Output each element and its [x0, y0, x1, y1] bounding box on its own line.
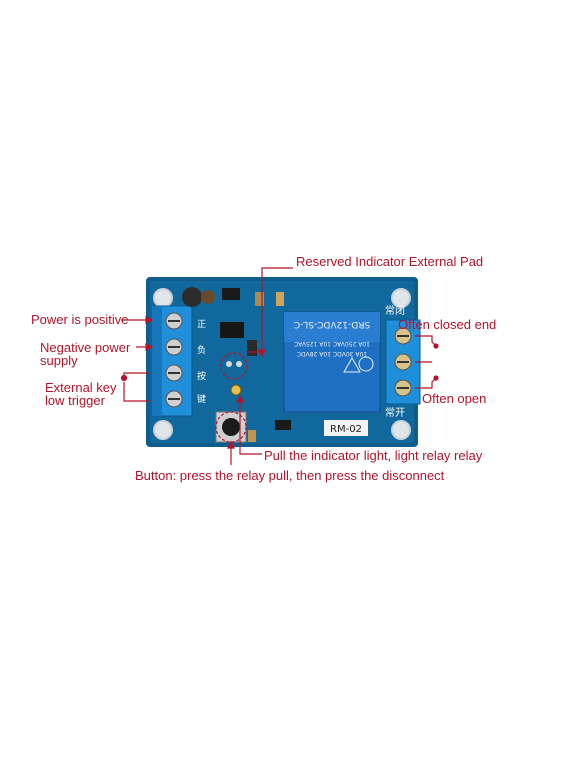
terminal-screw-no — [394, 379, 412, 397]
model-text: RM-02 — [330, 424, 362, 435]
label-often-open: Often open — [422, 391, 487, 406]
relay-warning-icon — [343, 356, 361, 373]
mount-hole-br — [391, 420, 411, 440]
relay-model-text: SRD-12VDC-SL-C — [294, 319, 370, 329]
terminal-screw-1 — [165, 312, 183, 330]
label-button-note: Button: press the relay pull, then press… — [135, 468, 445, 483]
annotation-lines — [120, 267, 439, 465]
terminal-screw-nc — [394, 327, 412, 345]
indicator-led — [230, 384, 242, 396]
terminal-screw-3 — [165, 364, 183, 382]
label-power-positive: Power is positive — [31, 312, 129, 327]
terminal-screw-2 — [165, 338, 183, 356]
label-negative-power-line2: supply — [40, 353, 78, 368]
relay-cert-icon — [358, 356, 374, 372]
relay-rating-1: 10A 250VAC 10A 125VAC — [294, 340, 370, 347]
relay-rating-2: 10A 30VDC 10A 28VDC — [297, 350, 367, 357]
mount-hole-tl — [153, 288, 173, 308]
smd-components — [182, 287, 291, 442]
label-external-key-line2: low trigger — [45, 393, 105, 408]
silk-pos: 正 — [197, 320, 206, 330]
terminal-screw-4 — [165, 390, 183, 408]
model-label: RM-02 — [324, 420, 368, 436]
relay: SRD-12VDC-SL-C 10A 250VAC 10A 125VAC 10A… — [283, 311, 381, 413]
silk-neg: 负 — [197, 344, 206, 356]
reserved-pad — [220, 352, 248, 380]
mount-hole-bl — [153, 420, 173, 440]
button-highlight — [215, 411, 247, 443]
label-reserved-indicator-pad: Reserved Indicator External Pad — [296, 254, 484, 269]
label-indicator-light: Pull the indicator light, light relay re… — [264, 448, 483, 463]
left-terminal-block: 正 负 按 键 — [151, 305, 206, 417]
silk-key2: 键 — [197, 393, 206, 405]
silk-always-open: 常开 — [385, 406, 405, 419]
silk-key: 按 — [197, 370, 206, 382]
terminal-screw-com — [394, 353, 412, 371]
push-button — [215, 411, 247, 443]
label-negative-power-line1: Negative power — [40, 340, 131, 355]
label-external-key-line1: External key — [45, 380, 117, 395]
mount-hole-tr — [391, 288, 411, 308]
silk-always-closed: 常闭 — [385, 304, 405, 317]
label-often-closed-end: Often closed end — [398, 317, 497, 332]
